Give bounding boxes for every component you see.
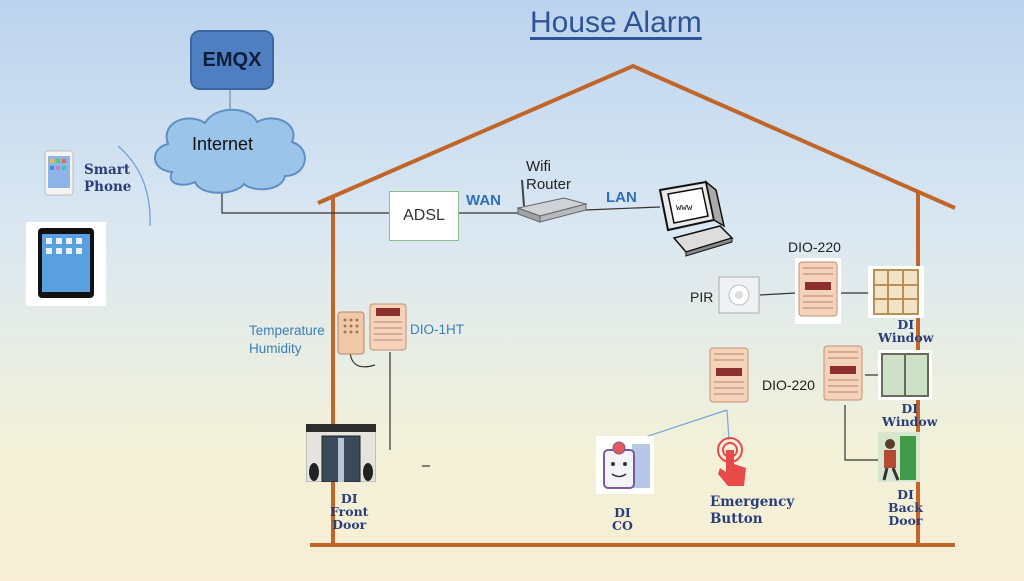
dio-220-top-icon [795,258,841,324]
dio-220-right-icon [823,345,863,401]
router-icon [516,179,588,223]
emergency-label: Emergency Button [710,494,795,527]
back-door-label: DI Back Door [888,487,923,528]
smartphone-icon [44,150,74,196]
window-1-icon [868,266,924,318]
emqx-broker: EMQX [190,30,274,90]
dio-220-top-label: DIO-220 [788,239,841,255]
dio-1ht-icon [369,303,407,351]
router-label: Wifi Router [526,158,572,193]
adsl-box: ADSL [389,191,459,241]
wan-label: WAN [466,192,501,209]
dio-1ht-label: DIO-1HT [410,322,464,337]
window-1-label: DI Window [878,317,934,345]
co-label: DI CO [612,505,633,533]
window-2-icon [878,350,932,400]
back-door-icon [878,432,920,482]
smartphone-label: Smart Phone [84,162,132,195]
temp-humidity-sensor-icon [337,311,365,355]
temp-humidity-label: Temperature Humidity [249,323,325,356]
pir-sensor-icon [718,276,760,314]
window-2-label: DI Window [882,401,938,429]
internet-label: Internet [192,134,254,154]
co-sensor-icon [596,436,654,494]
internet-cloud [154,108,306,194]
dio-220-mid-label: DIO-220 [762,377,815,393]
emqx-label: EMQX [202,48,262,71]
computer-icon: www [658,180,734,257]
pir-label: PIR [690,289,714,305]
svg-text:www: www [676,203,693,213]
front-door-label: DI Front Door [330,491,369,532]
tablet-icon [26,222,106,306]
dio-220-center-icon [709,347,749,403]
adsl-label: ADSL [403,207,445,224]
lan-label: LAN [606,189,637,206]
page-title: House Alarm [530,6,702,39]
front-door-icon [306,424,376,482]
emergency-button-icon [717,437,746,486]
